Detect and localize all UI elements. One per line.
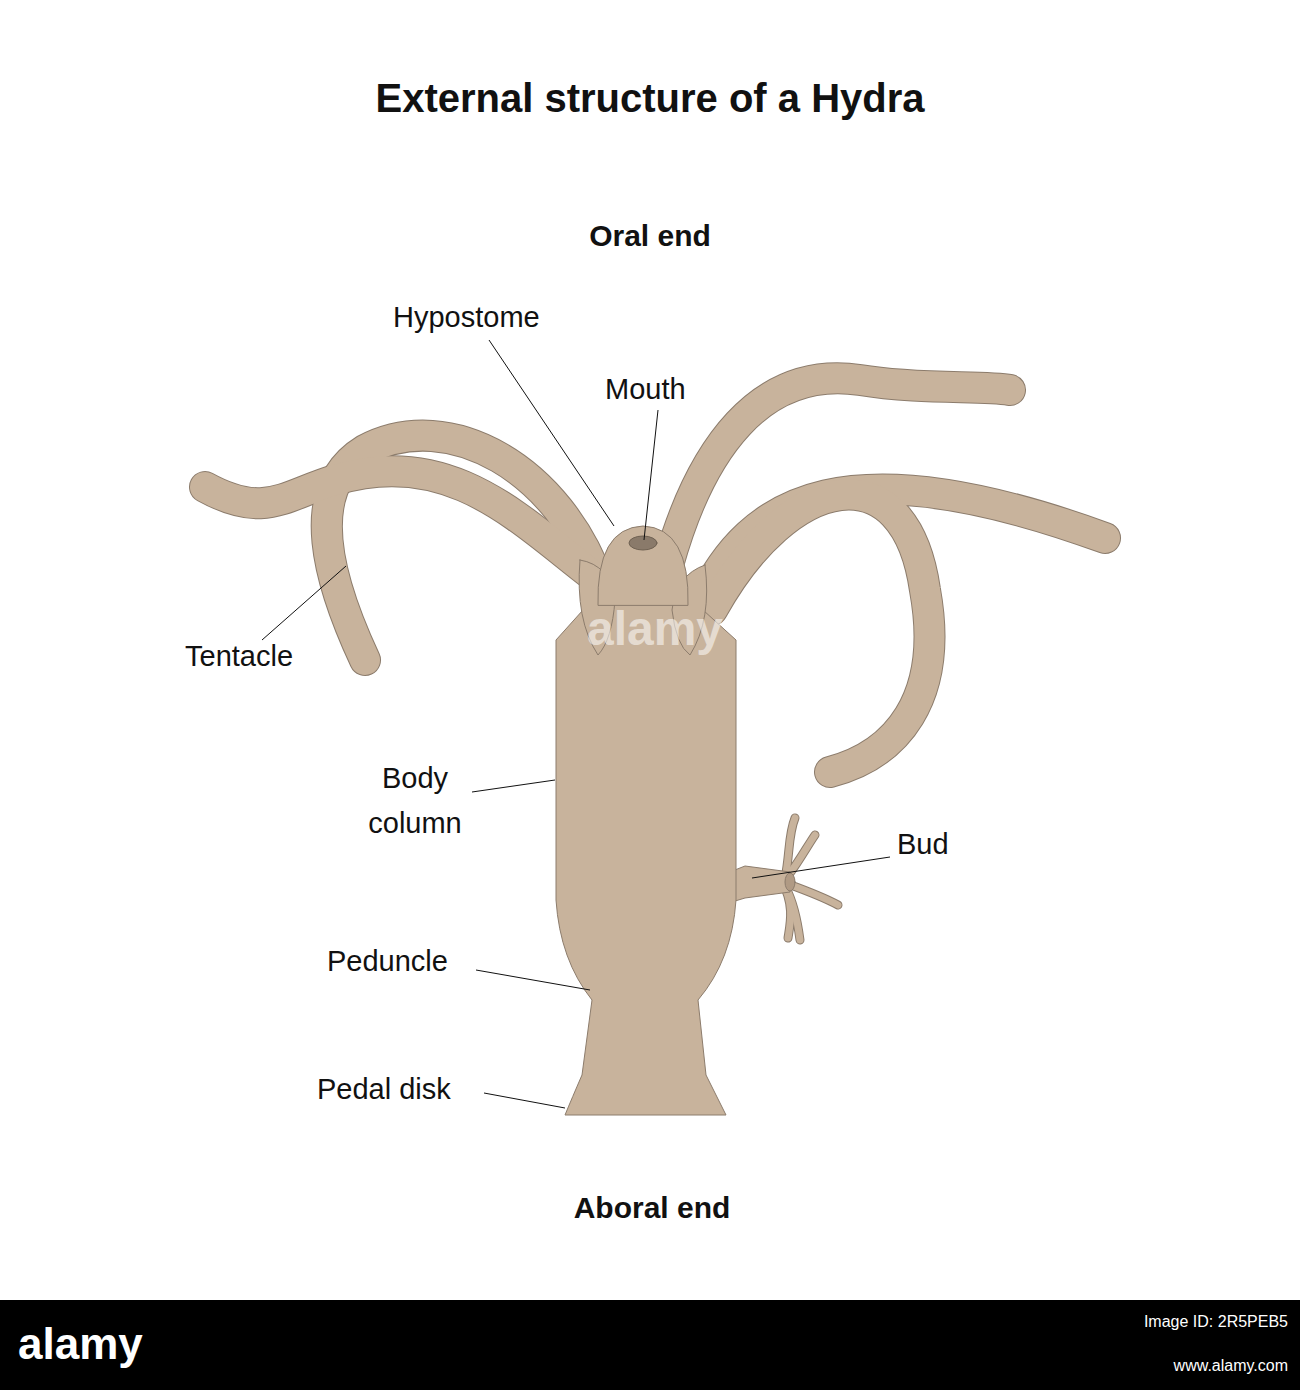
footer-bar bbox=[0, 1300, 1300, 1390]
hydra bbox=[205, 378, 1105, 1115]
leader-lines bbox=[262, 340, 890, 1108]
end-label: Aboral end bbox=[574, 1190, 731, 1226]
diagram-title: External structure of a Hydra bbox=[375, 74, 924, 122]
part-label: Tentacle bbox=[185, 639, 293, 674]
part-label: Bud bbox=[897, 827, 949, 862]
watermark: alamy bbox=[18, 1318, 143, 1371]
part-label: Body column bbox=[350, 756, 480, 846]
part-label: Mouth bbox=[605, 372, 686, 407]
part-label: Peduncle bbox=[327, 944, 448, 979]
watermark: www.alamy.com bbox=[1174, 1356, 1288, 1375]
end-label: Oral end bbox=[589, 218, 711, 254]
watermark: alamy bbox=[587, 600, 723, 658]
watermark: Image ID: 2R5PEB5 bbox=[1144, 1312, 1288, 1331]
part-label: Pedal disk bbox=[317, 1072, 451, 1107]
part-label: Hypostome bbox=[393, 300, 540, 335]
